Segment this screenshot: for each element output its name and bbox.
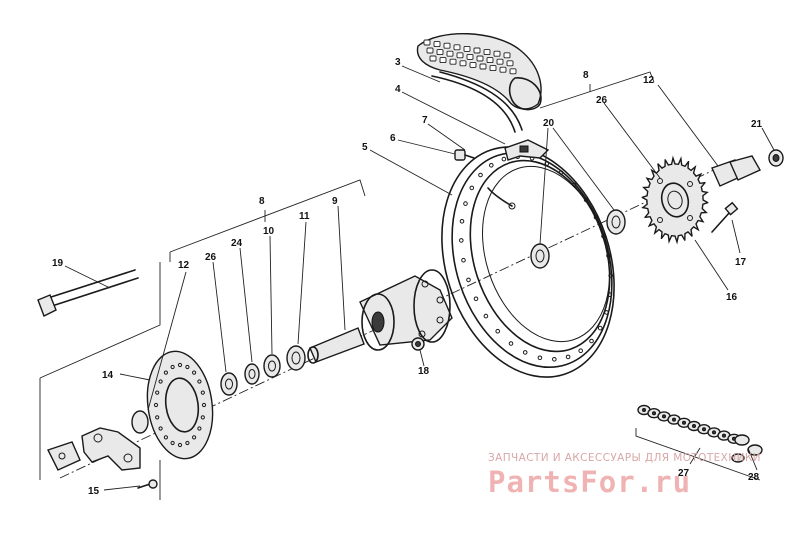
callout-27: 27: [678, 468, 690, 479]
callout-24: 24: [231, 238, 243, 249]
callout-4: 4: [395, 84, 401, 95]
assembly-bracket-left: [169, 179, 366, 262]
wheel-hub: [359, 269, 453, 351]
callout-26-right: 26: [596, 95, 608, 106]
brake-disc: [146, 350, 214, 460]
callout-9: 9: [332, 196, 338, 207]
spacer-tube: [307, 327, 365, 364]
callout-10: 10: [263, 226, 275, 237]
callout-6: 6: [390, 133, 396, 144]
callout-14: 14: [102, 370, 114, 381]
rear-axle: [37, 269, 139, 317]
sprocket-bolt: [711, 201, 739, 233]
chain-bracket: [635, 428, 761, 481]
leader-lines: [64, 65, 775, 491]
assembly-bracket-right: [539, 71, 655, 109]
callout-28: 28: [748, 472, 760, 483]
callout-11: 11: [299, 211, 310, 222]
hub-bearings-right: [530, 209, 626, 269]
chain-master-link: [731, 434, 763, 463]
callout-26-left: 26: [205, 252, 217, 263]
left-spacer: [131, 410, 149, 434]
right-spacer-and-nut: [711, 149, 784, 187]
rim-tape: [431, 71, 523, 133]
rim: [441, 146, 615, 378]
left-bearings-and-seals: [220, 345, 306, 396]
watermark-tagline: ЗАПЧАСТИ И АКСЕССУАРЫ ДЛЯ МОТОТЕХНИКИ: [488, 452, 761, 464]
callout-20: 20: [543, 118, 555, 129]
callout-12-left: 12: [178, 260, 190, 271]
callout-21: 21: [751, 119, 763, 130]
callout-7: 7: [422, 115, 428, 126]
callout-15: 15: [88, 486, 100, 497]
callout-19: 19: [52, 258, 64, 269]
callout-12-right: 12: [643, 75, 655, 86]
rim-lock: [504, 139, 550, 161]
disc-screw: [137, 479, 158, 489]
spoke-nipple: [454, 149, 475, 161]
callout-16: 16: [726, 292, 738, 303]
callout-3: 3: [395, 57, 401, 68]
axle-bracket: [39, 262, 161, 500]
watermark-brand: PartsFor.ru: [488, 465, 691, 499]
callout-8-right: 8: [583, 70, 589, 81]
brake-caliper-bracket: [81, 427, 141, 471]
callout-18: 18: [418, 366, 430, 377]
callout-5: 5: [362, 142, 368, 153]
brake-pad: [47, 441, 81, 471]
rear-sprocket: [641, 155, 709, 245]
drive-chain: [637, 404, 741, 444]
callout-17: 17: [735, 257, 747, 268]
tyre: [416, 32, 542, 111]
hub-nut: [411, 337, 425, 351]
valve-stem: [487, 187, 513, 207]
callout-8-left: 8: [259, 196, 265, 207]
